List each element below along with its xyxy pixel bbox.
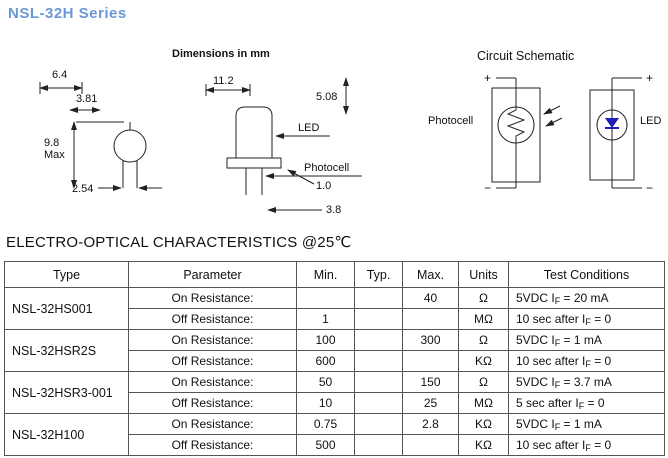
dim-5-08-label: 5.08	[316, 91, 337, 103]
dim-max-label: Max	[44, 149, 65, 161]
max-cell: 40	[402, 287, 459, 309]
col-header-min: Min.	[296, 261, 355, 288]
package-side-view: 6.4 3.81 9.8 Max 2.54	[39, 69, 162, 195]
dim-11-2-label: 11.2	[213, 75, 234, 87]
conditions-cell: 10 sec after IF = 0	[508, 308, 665, 330]
typ-cell	[354, 434, 403, 456]
col-header-parameter: Parameter	[128, 261, 297, 288]
min-cell: 0.75	[296, 413, 355, 435]
col-header-typ: Typ.	[354, 261, 403, 288]
photocell-plus-terminal: +	[484, 71, 491, 85]
max-cell: 2.8	[402, 413, 459, 435]
min-cell: 100	[296, 329, 355, 351]
conditions-cell: 5VDC IF = 1 mA	[508, 329, 665, 351]
units-cell: Ω	[458, 287, 509, 309]
dimensions-note: Dimensions in mm	[172, 48, 270, 60]
package-front-view: 11.2 5.08 LED Photocell 1.0 3.8	[205, 75, 362, 216]
typ-cell	[354, 392, 403, 414]
max-cell: 25	[402, 392, 459, 414]
schematic-photocell-label: Photocell	[428, 115, 473, 127]
section-heading: ELECTRO-OPTICAL CHARACTERISTICS @25℃	[6, 234, 352, 251]
parameter-cell: Off Resistance:	[128, 308, 297, 330]
type-cell: NSL-32HS001	[4, 287, 129, 330]
conditions-cell: 10 sec after IF = 0	[508, 350, 665, 372]
max-cell: 300	[402, 329, 459, 351]
circuit-schematic-title: Circuit Schematic	[477, 49, 574, 63]
photocell-head-outline	[113, 129, 147, 163]
units-cell: KΩ	[458, 350, 509, 372]
schematic-led-label: LED	[640, 115, 661, 127]
max-cell	[402, 308, 459, 330]
dim-6-4-label: 6.4	[52, 69, 67, 81]
min-cell	[296, 287, 355, 309]
conditions-cell: 5VDC IF = 20 mA	[508, 287, 665, 309]
dim-9-8-label: 9.8	[44, 137, 59, 149]
typ-cell	[354, 350, 403, 372]
table-header-row: Type Parameter Min. Typ. Max. Units Test…	[4, 261, 665, 288]
max-cell	[402, 434, 459, 456]
conditions-cell: 5VDC IF = 3.7 mA	[508, 371, 665, 393]
type-cell: NSL-32HSR3-001	[4, 371, 129, 414]
units-cell: Ω	[458, 329, 509, 351]
parameter-cell: Off Resistance:	[128, 350, 297, 372]
typ-cell	[354, 329, 403, 351]
min-cell: 50	[296, 371, 355, 393]
page-title: NSL-32H Series	[8, 5, 127, 22]
units-cell: MΩ	[458, 308, 509, 330]
conditions-cell: 5VDC IF = 1 mA	[508, 413, 665, 435]
max-cell	[402, 350, 459, 372]
min-cell: 1	[296, 308, 355, 330]
led-minus-terminal: −	[646, 181, 653, 195]
package-flange	[226, 157, 282, 169]
type-cell: NSL-32H100	[4, 413, 129, 456]
package-body-outline	[235, 106, 273, 159]
light-arrows-icon	[543, 105, 563, 127]
units-cell: MΩ	[458, 392, 509, 414]
led-diode-triangle	[605, 118, 619, 128]
parameter-cell: On Resistance:	[128, 287, 297, 309]
min-cell: 10	[296, 392, 355, 414]
col-header-type: Type	[4, 261, 129, 288]
typ-cell	[354, 413, 403, 435]
led-callout-label: LED	[298, 122, 319, 134]
col-header-max: Max.	[402, 261, 459, 288]
units-cell: KΩ	[458, 413, 509, 435]
parameter-cell: On Resistance:	[128, 371, 297, 393]
max-cell: 150	[402, 371, 459, 393]
min-cell: 600	[296, 350, 355, 372]
dim-2-54-label: 2.54	[72, 183, 93, 195]
dim-1-0-label: 1.0	[316, 180, 331, 192]
type-cell: NSL-32HSR2S	[4, 329, 129, 372]
col-header-test-conditions: Test Conditions	[508, 261, 665, 288]
units-cell: Ω	[458, 371, 509, 393]
parameter-cell: On Resistance:	[128, 329, 297, 351]
parameter-cell: Off Resistance:	[128, 434, 297, 456]
photocell-minus-terminal: −	[484, 181, 491, 195]
dim-3-81-label: 3.81	[76, 93, 97, 105]
parameter-cell: Off Resistance:	[128, 392, 297, 414]
photocell-callout-label: Photocell	[304, 162, 349, 174]
col-header-units: Units	[458, 261, 509, 288]
min-cell: 500	[296, 434, 355, 456]
parameter-cell: On Resistance:	[128, 413, 297, 435]
circuit-schematic: Photocell + − + −	[428, 71, 661, 195]
typ-cell	[354, 308, 403, 330]
dim-3-8-label: 3.8	[326, 204, 341, 216]
typ-cell	[354, 287, 403, 309]
drawings-canvas: Dimensions in mm Circuit Schematic 6.4 3…	[39, 48, 661, 216]
led-plus-terminal: +	[646, 71, 653, 85]
typ-cell	[354, 371, 403, 393]
conditions-cell: 10 sec after IF = 0	[508, 434, 665, 456]
characteristics-table: Type Parameter Min. Typ. Max. Units Test…	[4, 261, 665, 456]
conditions-cell: 5 sec after IF = 0	[508, 392, 665, 414]
units-cell: KΩ	[458, 434, 509, 456]
